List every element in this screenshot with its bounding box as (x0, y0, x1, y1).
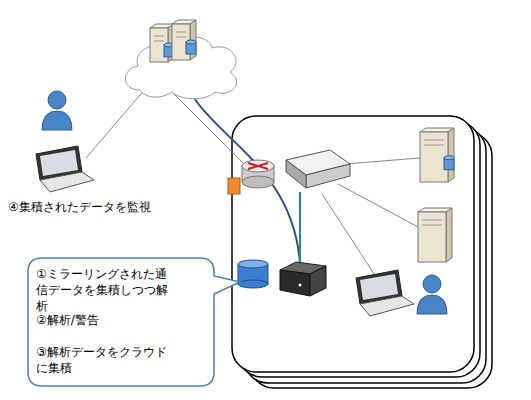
laptop-base (360, 296, 414, 316)
server-side (446, 208, 452, 262)
device-side (310, 266, 326, 296)
user-icon (42, 91, 72, 130)
firewall-icon (228, 178, 240, 194)
database-icon (238, 260, 268, 288)
laptop-icon (36, 146, 94, 192)
server-slot (154, 41, 164, 42)
user-body (42, 111, 72, 130)
disk-top (186, 40, 196, 44)
callout-text: ①ミラーリングされた通信データを集積しつつ解析 (36, 266, 174, 314)
router-arrows (248, 163, 268, 169)
site-frame (232, 116, 474, 372)
server-icon (420, 128, 454, 182)
laptop-display (360, 274, 398, 300)
callout-text: ③解析データをクラウドに集積 (36, 344, 174, 376)
network-wire (322, 194, 378, 280)
switch-side (286, 160, 306, 188)
caption-label: ④集積されたデータを監視 (8, 199, 151, 215)
server-slot (422, 225, 442, 226)
database-top (238, 260, 268, 268)
server-icon (172, 20, 196, 60)
server-slot (424, 140, 444, 141)
laptop-base (40, 172, 94, 192)
database-bottom (238, 280, 268, 288)
user-body (417, 295, 447, 314)
device-led (299, 284, 302, 287)
server-icon (150, 24, 174, 62)
switch-icon (286, 150, 350, 188)
callout-outline (28, 258, 240, 386)
network-wire (338, 184, 420, 228)
server-slot (154, 36, 164, 37)
server-slot (424, 145, 444, 146)
callout-text: ②解析/警告 (36, 312, 174, 328)
device-front (280, 270, 310, 296)
server-slot (176, 32, 186, 33)
router-icon (242, 160, 274, 188)
router-bottom (242, 176, 274, 188)
server-slot (176, 37, 186, 38)
user-head (48, 91, 66, 109)
network-wire (86, 88, 146, 158)
server-icon (418, 208, 452, 262)
callout-bubble: ①ミラーリングされた通信データを集積しつつ解析②解析/警告 ③解析データをクラウド… (28, 258, 214, 386)
laptop-display (40, 150, 78, 176)
laptop-icon (356, 270, 414, 316)
router-top (242, 160, 274, 172)
server-side (448, 128, 454, 182)
mirror-wire (299, 192, 301, 264)
server-slot (422, 220, 442, 221)
user-head (423, 275, 441, 293)
switch-front (306, 164, 350, 188)
disk-top (444, 156, 454, 160)
sensor-device (280, 262, 326, 296)
network-wire (170, 90, 250, 170)
user-icon (417, 275, 447, 314)
server-front (418, 212, 446, 262)
